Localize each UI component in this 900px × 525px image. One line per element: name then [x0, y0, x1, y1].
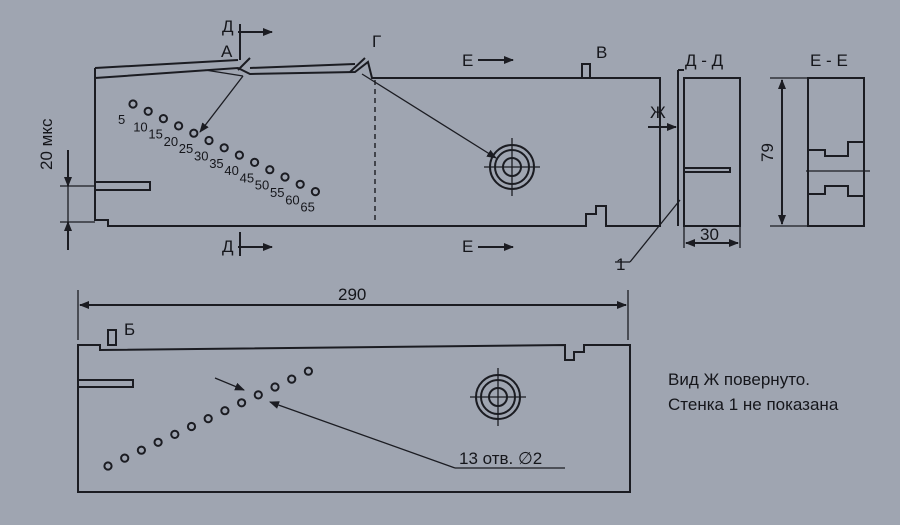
scale-hole	[153, 437, 163, 447]
label-wall-1: 1	[616, 255, 625, 274]
scale-hole	[253, 390, 263, 400]
bottom-body-outline	[77, 343, 631, 493]
bottom-hole-row	[103, 366, 313, 471]
section-ee: Е - Е 79	[758, 51, 870, 227]
label-d-bottom: Д	[222, 237, 234, 256]
scale-mark-label: 50	[255, 178, 269, 193]
scale-hole	[280, 172, 290, 182]
post-v	[581, 63, 591, 79]
scale-hole	[186, 421, 197, 432]
scale-mark-label: 15	[148, 127, 162, 142]
bottom-slot	[78, 379, 134, 388]
top-target	[484, 138, 540, 196]
label-d-top: Д	[222, 17, 234, 36]
label-v: В	[596, 43, 607, 62]
scale-hole	[143, 106, 153, 116]
scale-mark-label: 65	[300, 200, 314, 215]
scale-mark-label: 25	[179, 141, 193, 156]
label-zh: Ж	[650, 103, 666, 122]
label-ee: Е - Е	[810, 51, 848, 70]
label-g: Г	[372, 32, 381, 51]
scale-hole	[270, 382, 280, 392]
label-20-mks: 20 мкс	[37, 118, 56, 170]
scale-hole	[287, 374, 297, 384]
label-holes: 13 отв. ∅2	[459, 449, 542, 468]
dim-30: 30	[700, 225, 719, 244]
scale-hole	[128, 99, 138, 109]
scale-hole	[250, 157, 260, 167]
top-lid-edge	[94, 59, 239, 69]
label-e-bottom: Е	[462, 237, 473, 256]
top-slot	[95, 181, 151, 191]
scale-hole	[170, 429, 180, 439]
scale-mark-label: 30	[194, 149, 208, 164]
post-b	[107, 329, 117, 346]
bottom-view: 290 Б 13 отв. ∅2	[77, 285, 631, 493]
scale-mark-label: 10	[133, 119, 147, 134]
scale-hole	[174, 121, 184, 131]
scale-hole	[219, 143, 229, 153]
label-a: А	[221, 42, 233, 61]
scale-mark-label: 60	[285, 192, 299, 207]
scale-mark-label: 45	[240, 170, 254, 185]
scale-hole	[203, 414, 213, 424]
scale-hole	[220, 406, 230, 416]
dim-79: 79	[758, 143, 777, 162]
bottom-target	[470, 368, 526, 426]
scale-hole	[310, 187, 320, 197]
scale-mark-label: 35	[209, 156, 223, 171]
scale-hole	[136, 445, 146, 455]
scale-mark-label: 5	[118, 112, 125, 127]
dim-290: 290	[338, 285, 366, 304]
scale-hole	[103, 461, 113, 471]
label-dd: Д - Д	[685, 51, 724, 70]
scale-hole	[158, 114, 168, 124]
scale-hole	[237, 398, 247, 408]
scale-hole	[234, 150, 244, 160]
scale-hole	[204, 135, 214, 146]
note-line-2: Стенка 1 не показана	[668, 395, 839, 414]
scale-hole	[303, 366, 313, 376]
scale-hole	[120, 453, 130, 463]
label-e-top: Е	[462, 51, 473, 70]
note-line-1: Вид Ж повернуто.	[668, 370, 810, 389]
scale-mark-label: 20	[164, 134, 178, 149]
section-dd: Д - Д 30 1	[615, 51, 741, 274]
label-b: Б	[124, 320, 135, 339]
top-body-outline	[94, 60, 661, 227]
scale-hole	[295, 179, 305, 189]
scale-hole	[189, 128, 199, 138]
scale-mark-label: 55	[270, 185, 284, 200]
scale-mark-label: 40	[224, 163, 238, 178]
scale-hole	[265, 165, 275, 175]
